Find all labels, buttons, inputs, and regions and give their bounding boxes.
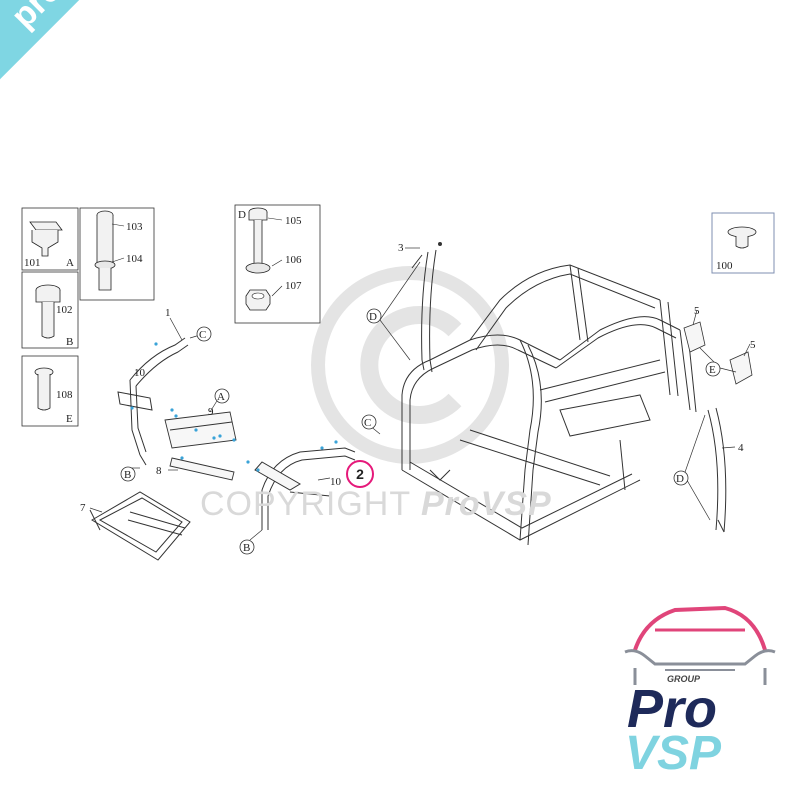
rail-8 <box>169 457 235 481</box>
detail-letter-a: A <box>66 257 74 269</box>
side-panel-3 <box>411 242 442 373</box>
detail-box-e: 108 E <box>21 355 79 427</box>
part-number-107: 107 <box>285 280 302 292</box>
logo-group-text: GROUP <box>667 674 701 684</box>
front-hoop-10 <box>254 447 356 530</box>
provsp-group-logo: GROUP Pro VSP <box>615 590 785 780</box>
part-number-102: 102 <box>56 304 73 316</box>
highlighted-part-2: 2 <box>346 460 374 488</box>
part-label-5-right: 5 <box>750 339 756 351</box>
crossbar-9 <box>164 411 237 449</box>
detail-box-c: 103 104 <box>79 207 155 301</box>
part-label-5-left: 5 <box>694 305 700 317</box>
logo-vsp-text: VSP <box>625 727 722 780</box>
detail-letter-e: E <box>66 413 73 425</box>
part-number-103: 103 <box>126 221 143 233</box>
detail-letter-b: B <box>66 336 73 348</box>
part-label-1: 1 <box>165 307 171 319</box>
connector-b-left: B <box>124 469 131 481</box>
fastener-markers <box>130 342 338 472</box>
part-number-101: 101 <box>24 257 41 269</box>
detail-box-d: D 105 106 107 <box>234 204 321 324</box>
part-label-4: 4 <box>738 442 744 454</box>
detail-box-a: 101 A <box>21 207 79 271</box>
part-number-100: 100 <box>716 260 733 272</box>
connector-b-right: B <box>243 542 250 554</box>
detail-letter-d: D <box>238 209 246 221</box>
connector-e: E <box>709 364 716 376</box>
part-number-106: 106 <box>285 254 302 266</box>
roll-cage-frame <box>401 264 697 546</box>
connector-c-left: C <box>199 329 206 341</box>
part-label-3: 3 <box>398 242 404 254</box>
detail-box-b: 102 B <box>21 271 79 349</box>
connector-d-right: D <box>676 473 684 485</box>
part-label-10-right: 10 <box>330 476 342 488</box>
part-label-9: 9 <box>208 406 214 418</box>
connector-circles <box>120 308 721 555</box>
car-outline-icon <box>624 605 776 685</box>
highlighted-part-label: 2 <box>356 466 364 482</box>
part-label-10-left: 10 <box>134 367 146 379</box>
connector-a: A <box>217 391 225 403</box>
part-number-105: 105 <box>285 215 302 227</box>
rear-bar-assembly-1 <box>117 337 189 466</box>
logo-pro-text: Pro <box>627 679 718 739</box>
connector-d-left: D <box>369 311 377 323</box>
part-label-8: 8 <box>156 465 162 477</box>
part-number-108: 108 <box>56 389 73 401</box>
floor-frame-7 <box>89 491 191 561</box>
copyright-text: COPYRIGHT <box>200 485 411 523</box>
side-panel-4 <box>707 407 727 533</box>
detail-box-100: 100 <box>711 212 775 274</box>
connector-c-right: C <box>364 417 371 429</box>
connector-letters: C C A B B D D E <box>124 311 716 554</box>
part-label-7: 7 <box>80 502 86 514</box>
brackets-5 <box>683 321 753 385</box>
copyright-watermark: COPYRIGHT ProVSP <box>200 485 552 524</box>
copyright-brand: ProVSP <box>420 485 552 523</box>
part-number-labels: 1 3 4 5 5 7 8 9 10 10 <box>80 242 756 514</box>
part-number-104: 104 <box>126 253 143 265</box>
